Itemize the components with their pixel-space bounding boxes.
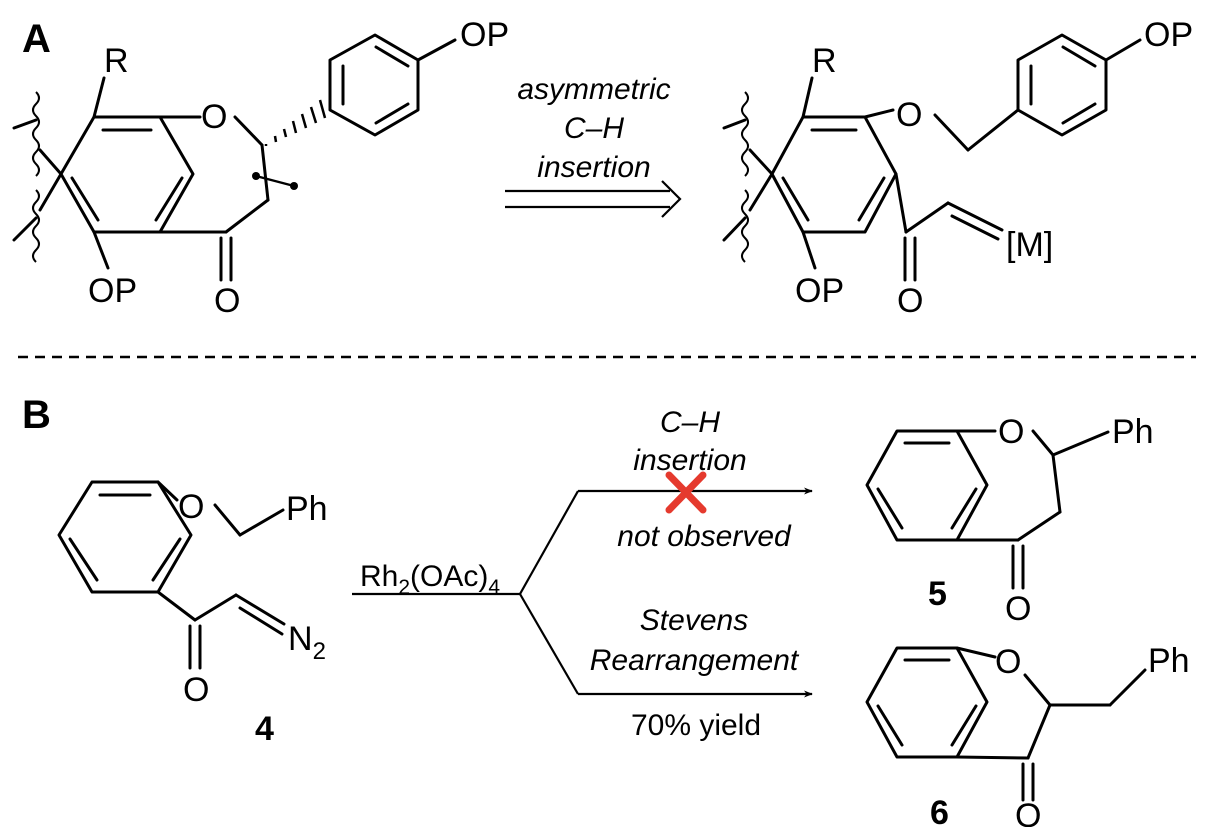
branching-reaction-arrows: Rh2(OAc)4 C–H insertion not observed Ste…: [352, 406, 813, 742]
atom-label-o: O: [214, 282, 240, 320]
atom-label-o: O: [183, 671, 209, 709]
retrosynthesis-arrow: asymmetric C–H insertion: [505, 73, 682, 218]
atom-label-o: O: [998, 413, 1024, 451]
upper-path-label-line-2: insertion: [633, 444, 746, 477]
atom-label-op: OP: [795, 272, 844, 310]
diazo-precursor: R O OP OP O [M]: [722, 16, 1193, 320]
atom-label-o: O: [1005, 590, 1031, 628]
atom-label-metal: [M]: [1006, 226, 1053, 264]
flavanone-5: O Ph O 5: [865, 413, 1154, 628]
benzofuranone-6: O Ph O 6: [865, 642, 1190, 827]
compound-number-5: 5: [928, 575, 947, 613]
compound-number-4: 4: [255, 710, 274, 748]
flavanone-retro-target: R O OP OP O: [12, 16, 509, 320]
retro-label-line-2: C–H: [564, 112, 624, 145]
atom-label-o: O: [201, 98, 227, 136]
retro-label-line-1: asymmetric: [517, 73, 670, 106]
atom-label-o: O: [995, 643, 1021, 681]
atom-label-o: O: [897, 282, 923, 320]
atom-label-op: OP: [88, 272, 137, 310]
lower-path-label-bottom: 70% yield: [631, 709, 761, 742]
upper-path-label-line-1: C–H: [660, 406, 720, 439]
atom-label-r: R: [104, 42, 129, 80]
atom-label-o: O: [178, 488, 204, 526]
not-observed-cross-icon: [665, 471, 707, 514]
panel-label-b: B: [22, 393, 51, 437]
compound-number-6: 6: [930, 794, 949, 827]
diazoketone-4: O Ph O N2 4: [57, 480, 328, 748]
panel-label-a: A: [22, 17, 51, 61]
atom-label-o: O: [1015, 797, 1041, 827]
upper-path-label-bottom: not observed: [617, 520, 792, 553]
retro-label-line-3: insertion: [537, 151, 650, 184]
atom-label-r: R: [812, 42, 837, 80]
atom-label-o: O: [896, 96, 922, 134]
atom-label-ph: Ph: [1112, 413, 1154, 451]
reagent-label: Rh2(OAc)4: [360, 560, 500, 599]
atom-label-ph: Ph: [1148, 642, 1190, 680]
lower-path-label-line-2: Rearrangement: [590, 644, 800, 677]
atom-label-op: OP: [460, 16, 509, 54]
atom-label-op: OP: [1144, 16, 1193, 54]
atom-label-n2: N2: [288, 620, 326, 665]
lower-path-label-line-1: Stevens: [640, 604, 748, 637]
atom-label-ph: Ph: [286, 490, 328, 528]
